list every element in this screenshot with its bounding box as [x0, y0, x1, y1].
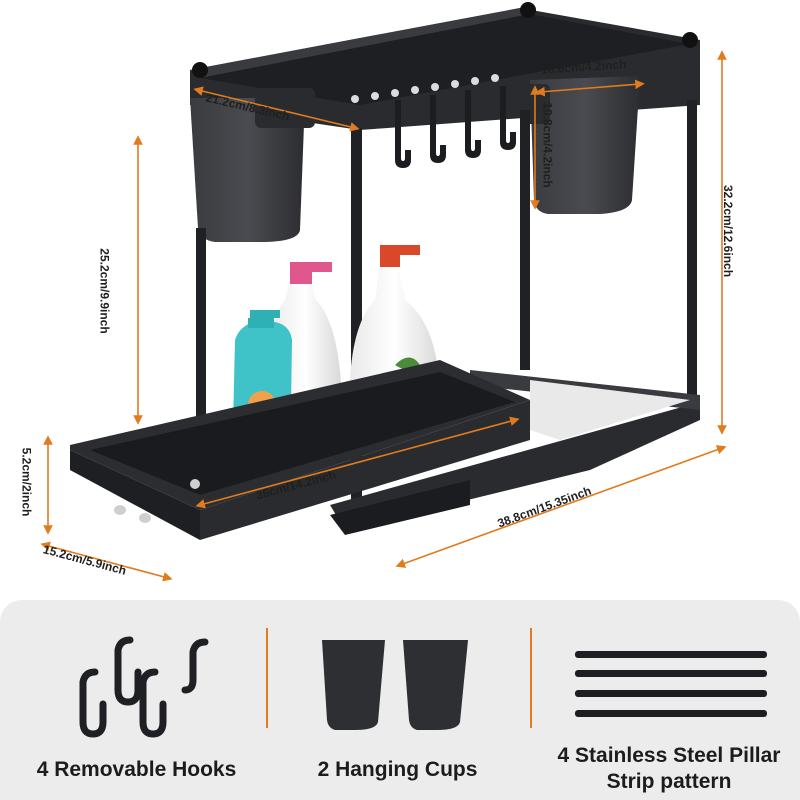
pillar-caption-line1: 4 Stainless Steel Pillar — [557, 744, 781, 767]
dimension-arrows — [40, 50, 727, 582]
hook-icons — [79, 636, 209, 738]
label-lower-clearance: 25.2cm/9.9inch — [97, 248, 112, 334]
pillar-strip-icons — [575, 651, 767, 717]
divider-right — [530, 628, 532, 728]
cup-icons — [322, 640, 468, 730]
divider-left — [266, 628, 268, 728]
pillars — [196, 100, 697, 508]
label-cup-height: 10.8cm/4.2inch — [540, 102, 555, 188]
label-total-height: 32.2cm/12.6inch — [721, 184, 736, 278]
right-hanging-cup — [520, 76, 640, 214]
shelf-hooks — [395, 86, 516, 168]
hooks-caption: 4 Removable Hooks — [36, 758, 237, 781]
cups-caption: 2 Hanging Cups — [317, 758, 478, 781]
label-drawer-height: 5.2cm/2inch — [19, 447, 34, 517]
accessory-images — [79, 636, 767, 738]
pillar-caption-line2: Strip pattern — [606, 770, 732, 793]
